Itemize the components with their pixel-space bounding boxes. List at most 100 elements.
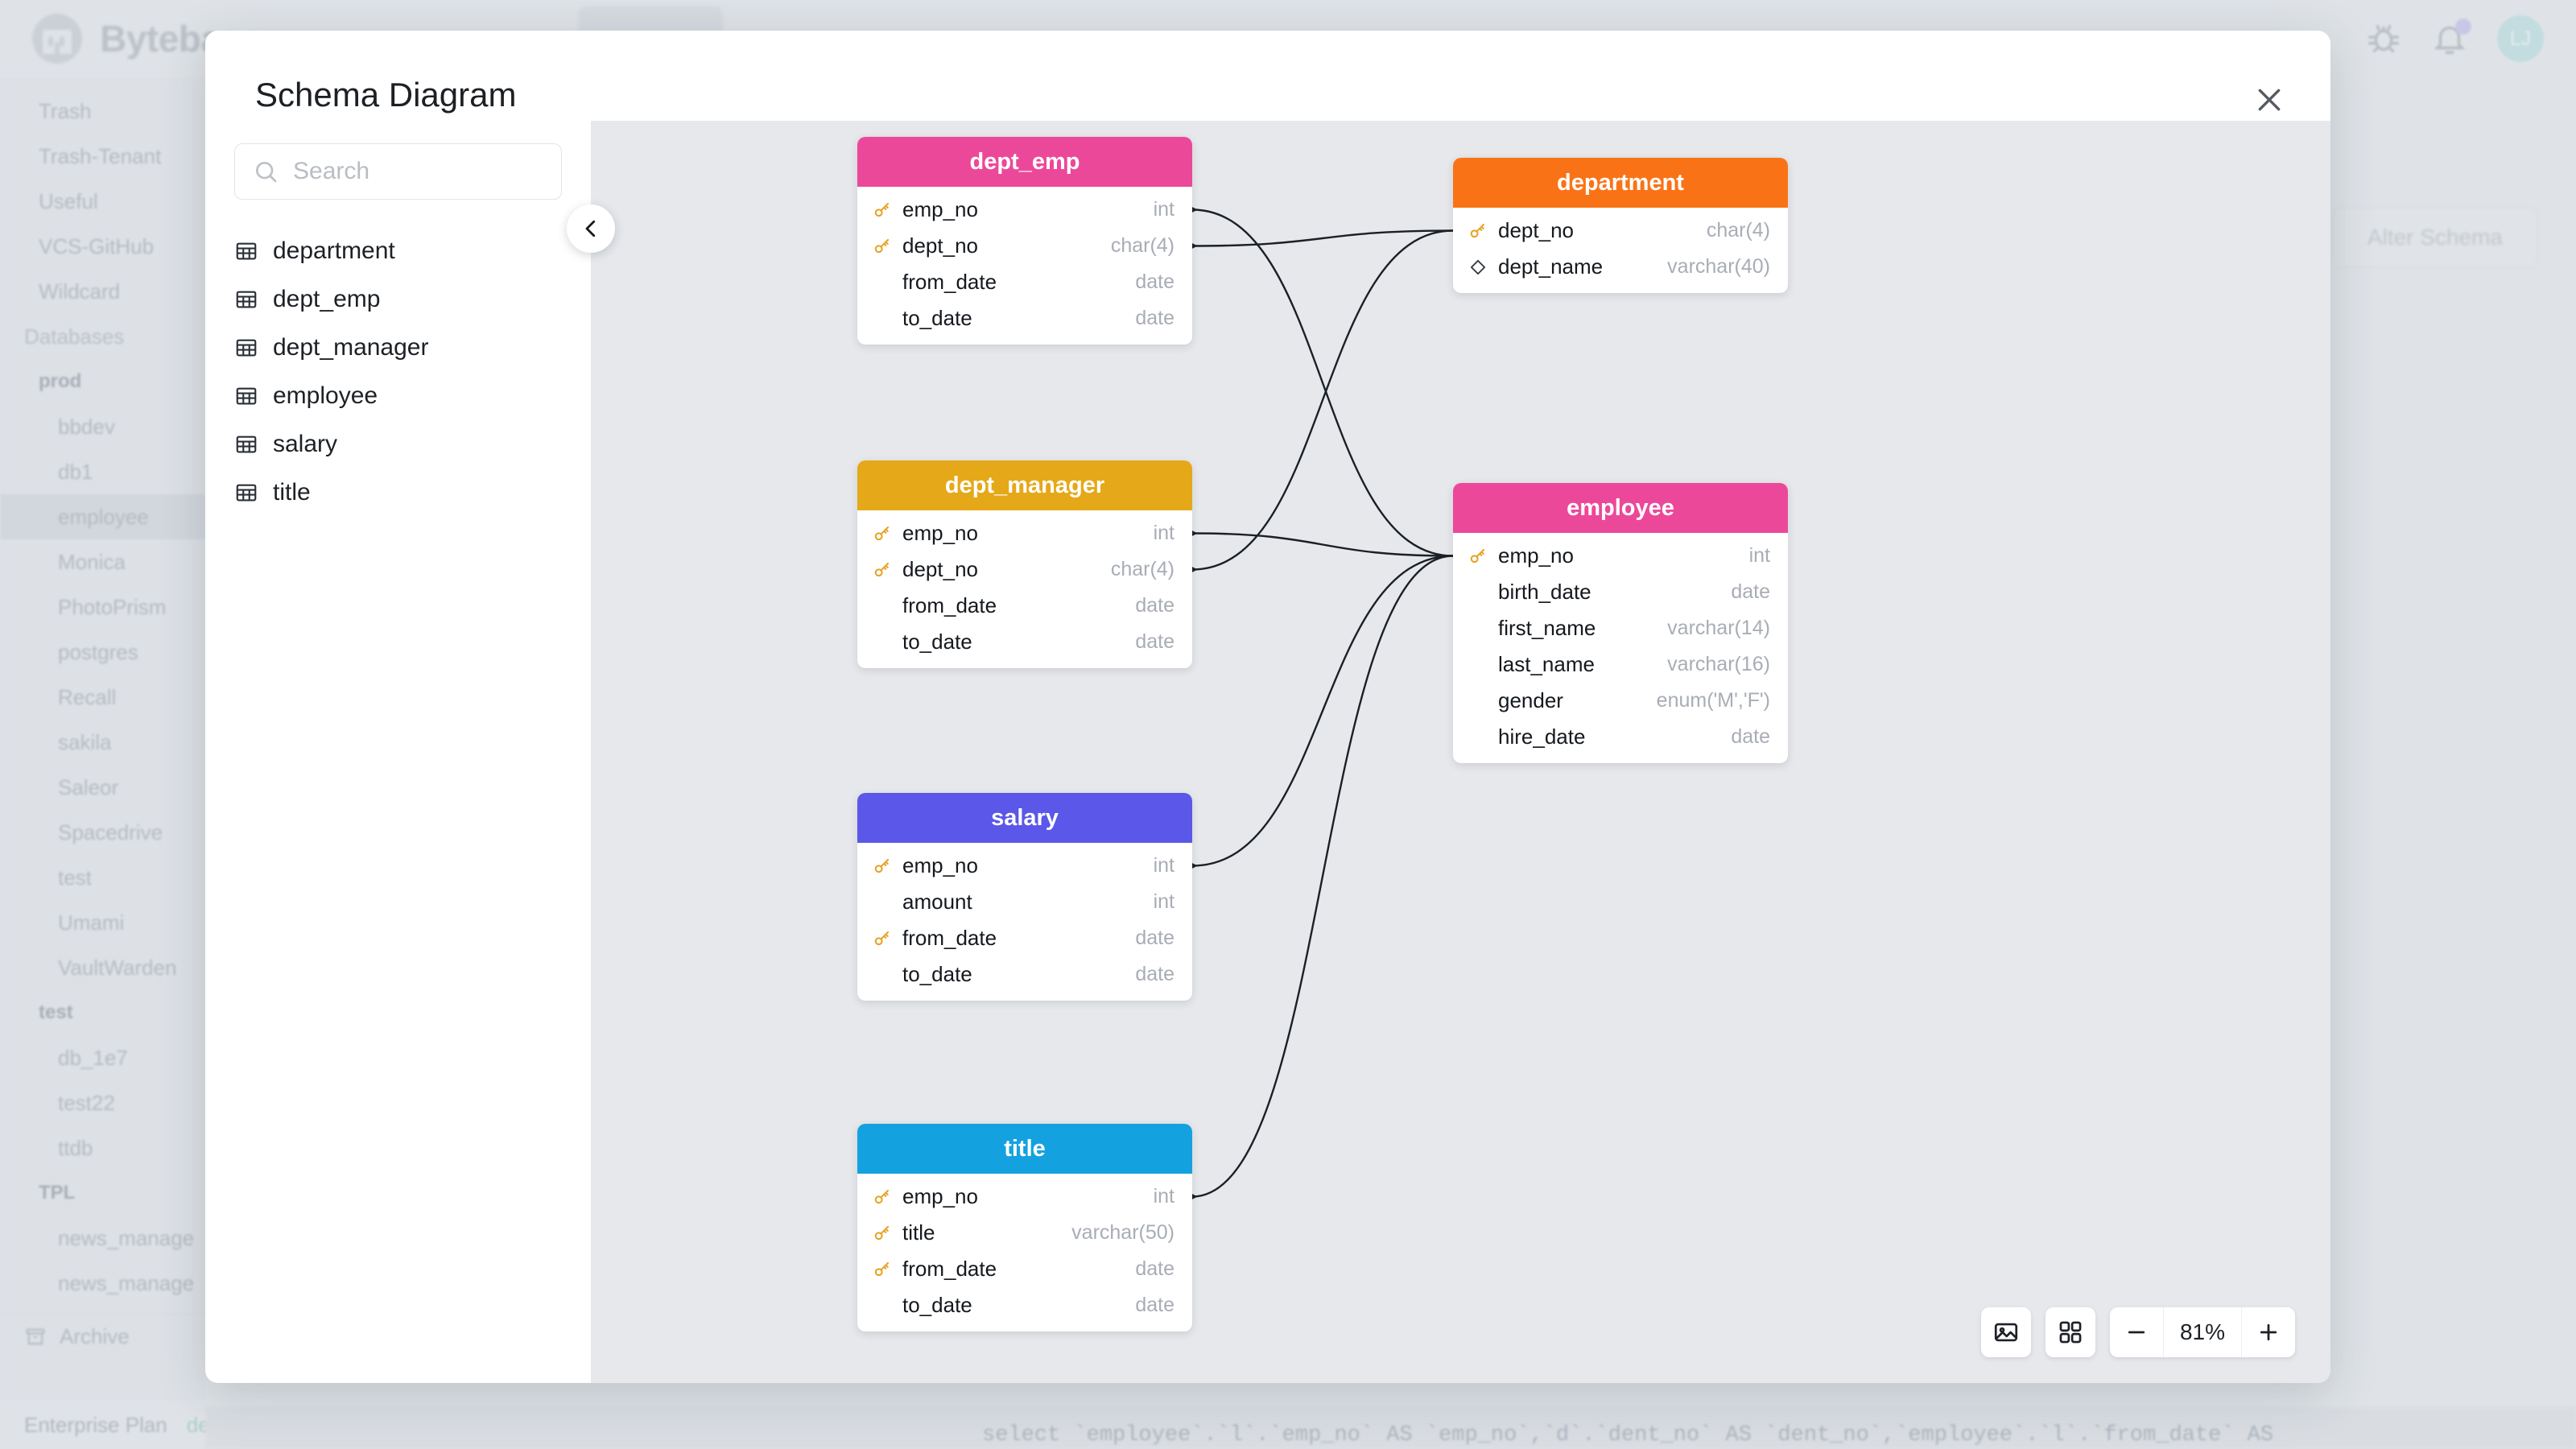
zoom-control-group: 81%	[2110, 1307, 2295, 1357]
sidebar-item-vaultwarden[interactable]: VaultWarden	[58, 955, 177, 980]
search-input[interactable]	[293, 158, 543, 185]
column-type: char(4)	[1110, 234, 1174, 257]
sidebar-item-postgres[interactable]: postgres	[58, 639, 138, 664]
sidebar-item-archive[interactable]: Archive	[0, 1314, 205, 1359]
sidebar-item-employee[interactable]: employee	[0, 494, 205, 539]
sidebar-item-db-1e7[interactable]: db_1e7	[58, 1045, 128, 1070]
sidebar-item-bbdev[interactable]: bbdev	[58, 414, 115, 439]
list-item[interactable]: title	[234, 469, 562, 517]
list-item[interactable]: dept_manager	[234, 324, 562, 372]
column-type: date	[1135, 1257, 1174, 1280]
table-name-label: salary	[273, 431, 338, 457]
list-item[interactable]: employee	[234, 372, 562, 420]
list-item[interactable]: salary	[234, 420, 562, 469]
image-export-icon[interactable]	[1981, 1307, 2031, 1357]
sidebar-item-sakila[interactable]: sakila	[58, 729, 112, 754]
close-icon[interactable]	[2245, 76, 2293, 124]
list-item[interactable]: dept_emp	[234, 275, 562, 324]
search-box[interactable]	[234, 143, 562, 200]
schema-diagram-modal: Schema Diagram departmentdept_empdept_ma…	[205, 31, 2330, 1383]
column-name: last_name	[1498, 652, 1595, 676]
sidebar-item-news-manage[interactable]: news_manage	[58, 1225, 195, 1250]
sidebar-item-vcs-github[interactable]: VCS-GitHub	[39, 233, 155, 258]
column-name: emp_no	[902, 1184, 978, 1208]
column-row[interactable]: last_name varchar(16)	[1453, 646, 1788, 683]
page-title: Schema Diagram	[255, 76, 517, 114]
zoom-out-button[interactable]	[2110, 1307, 2163, 1357]
sidebar-item-wildcard[interactable]: Wildcard	[39, 279, 121, 303]
sidebar-item-photoprism[interactable]: PhotoPrism	[58, 594, 167, 619]
alter-schema-button[interactable]: Alter Schema	[2332, 208, 2537, 267]
column-type: date	[1731, 580, 1770, 603]
sidebar-item-trash-tenant[interactable]: Trash-Tenant	[39, 143, 162, 168]
sidebar-item-umami[interactable]: Umami	[58, 910, 125, 935]
column-type: char(4)	[1110, 558, 1174, 580]
sidebar-item-recall[interactable]: Recall	[58, 684, 117, 709]
topbar-actions: LJ	[2365, 15, 2544, 62]
sidebar-item-news-manage[interactable]: news_manage	[58, 1270, 195, 1295]
minus-icon	[2128, 1331, 2145, 1334]
sidebar-item-monica[interactable]: Monica	[58, 549, 126, 574]
sidebar-item-spacedrive[interactable]: Spacedrive	[58, 819, 163, 844]
column-name: dept_name	[1498, 254, 1604, 279]
column-name: gender	[1498, 688, 1563, 712]
bug-icon[interactable]	[2365, 20, 2402, 57]
bell-icon[interactable]	[2431, 19, 2471, 57]
avatar[interactable]: LJ	[2497, 15, 2544, 62]
archive-icon	[26, 1328, 45, 1344]
list-item[interactable]: department	[234, 227, 562, 275]
sidebar-item-ttdb[interactable]: ttdb	[58, 1135, 93, 1160]
column-type: int	[1153, 198, 1174, 221]
sidebar-item-db1[interactable]: db1	[58, 459, 93, 484]
zoom-in-button[interactable]	[2242, 1307, 2295, 1357]
sidebar-item-test22[interactable]: test22	[58, 1090, 115, 1115]
sidebar-item-useful[interactable]: Useful	[39, 188, 98, 213]
sidebar-item-prod[interactable]: prod	[39, 370, 82, 392]
sidebar-item-trash[interactable]: Trash	[39, 98, 92, 123]
column-name: amount	[902, 890, 972, 914]
sidebar-item-test[interactable]: test	[58, 865, 92, 890]
grid-layout-icon[interactable]	[2046, 1307, 2095, 1357]
sidebar-item-test[interactable]: test	[39, 1001, 73, 1023]
plan-label: Enterprise Plan	[24, 1412, 167, 1437]
primary-key-icon	[872, 523, 893, 544]
column-name: dept_no	[1498, 218, 1574, 242]
sidebar-item-tpl[interactable]: TPL	[39, 1182, 76, 1203]
sidebar-item-saleor[interactable]: Saleor	[58, 774, 119, 799]
column-type: varchar(16)	[1667, 653, 1770, 675]
collapse-panel-button[interactable]	[567, 204, 615, 253]
primary-key-icon	[872, 559, 893, 580]
relationship-edges	[1179, 201, 1454, 1205]
